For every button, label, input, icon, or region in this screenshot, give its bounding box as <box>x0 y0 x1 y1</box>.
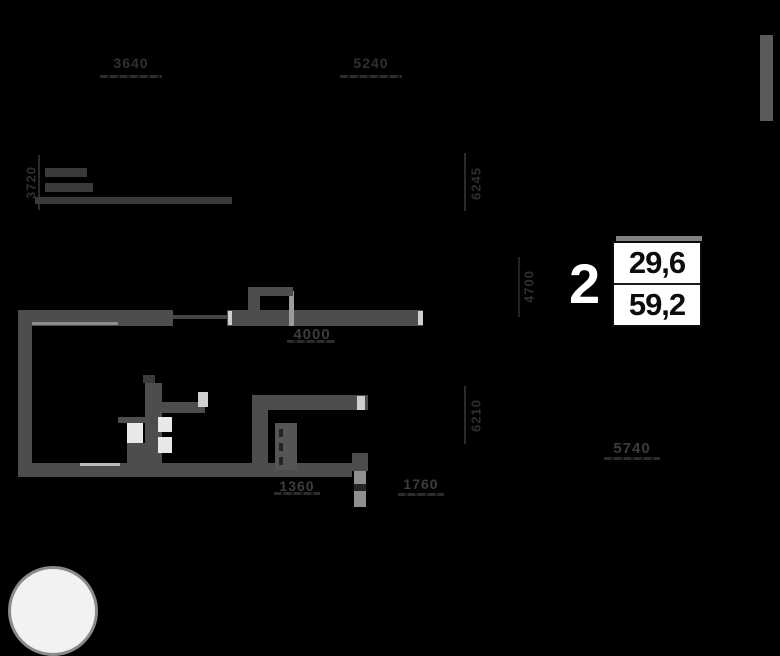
window-line-bottom <box>80 463 120 466</box>
vent-shaft-mark <box>279 429 283 437</box>
dim-underline-bottom-middle <box>398 493 444 496</box>
wall-bathroom-top <box>162 402 205 413</box>
wall-top-left-inner-line <box>25 322 118 325</box>
wall-center-vertical <box>252 395 268 473</box>
dim-line-right-upper-vertical <box>464 153 466 211</box>
wall-interior-stub-top <box>143 375 155 383</box>
area-upper-value: 29,6 <box>614 243 700 285</box>
wall-center-horizontal <box>252 395 368 410</box>
dim-line-right-lower-vertical <box>464 386 466 444</box>
dim-line-left-vertical <box>38 155 40 210</box>
area-box: 29,6 59,2 <box>612 241 702 327</box>
dim-label-room-width: 4000 <box>293 326 331 343</box>
dim-label-top-left: 3640 <box>113 55 149 71</box>
interior-door-panel <box>127 423 143 443</box>
window-jamb-right <box>418 311 423 325</box>
wall-interior-vertical-1 <box>127 443 145 467</box>
dim-label-top-middle: 5240 <box>353 55 389 71</box>
area-lower-value: 59,2 <box>628 287 686 322</box>
dim-underline-top-left <box>100 75 162 78</box>
wall-hall-stub <box>118 417 147 423</box>
window-jamb-left <box>228 311 232 325</box>
wall-top-right <box>227 310 423 326</box>
dim-label-bottom-left: 1360 <box>279 478 315 494</box>
dim-line-center-vertical <box>518 257 520 317</box>
window-line-top <box>173 315 227 319</box>
dim-label-bottom-middle: 1760 <box>403 476 439 492</box>
door-jamb-center <box>357 396 365 410</box>
fixture-block-2 <box>158 437 172 453</box>
dim-label-bottom-right: 5740 <box>613 440 651 457</box>
dim-underline-bottom-left <box>274 492 320 495</box>
dim-underline-top-middle <box>340 75 402 78</box>
door-jamb-bathroom <box>198 392 208 407</box>
dim-label-right-upper-vertical: 6245 <box>468 167 484 200</box>
wall-far-right <box>760 35 773 121</box>
entry-door-stub <box>352 453 368 471</box>
vent-shaft-mark <box>279 457 283 465</box>
wall-adjacent-c <box>35 197 232 204</box>
dim-label-center-vertical: 4700 <box>521 270 537 303</box>
wall-adjacent-b <box>45 183 93 192</box>
wall-interior-vertical-2 <box>145 383 162 467</box>
room-count: 2 <box>569 252 601 315</box>
entry-door-gap <box>354 484 366 491</box>
area-box-shadow <box>616 236 702 241</box>
fixture-block-1 <box>158 417 172 432</box>
wall-left <box>18 310 32 477</box>
dim-label-right-lower-vertical: 6210 <box>468 399 484 432</box>
wall-bottom <box>18 463 352 477</box>
dim-underline-room-width <box>287 340 335 343</box>
vent-shaft-mark <box>279 443 283 451</box>
dim-underline-bottom-right <box>604 457 660 460</box>
wall-adjacent-a <box>45 168 87 177</box>
wall-tick-middle <box>289 291 294 326</box>
wall-stub-up-horizontal <box>253 287 293 296</box>
